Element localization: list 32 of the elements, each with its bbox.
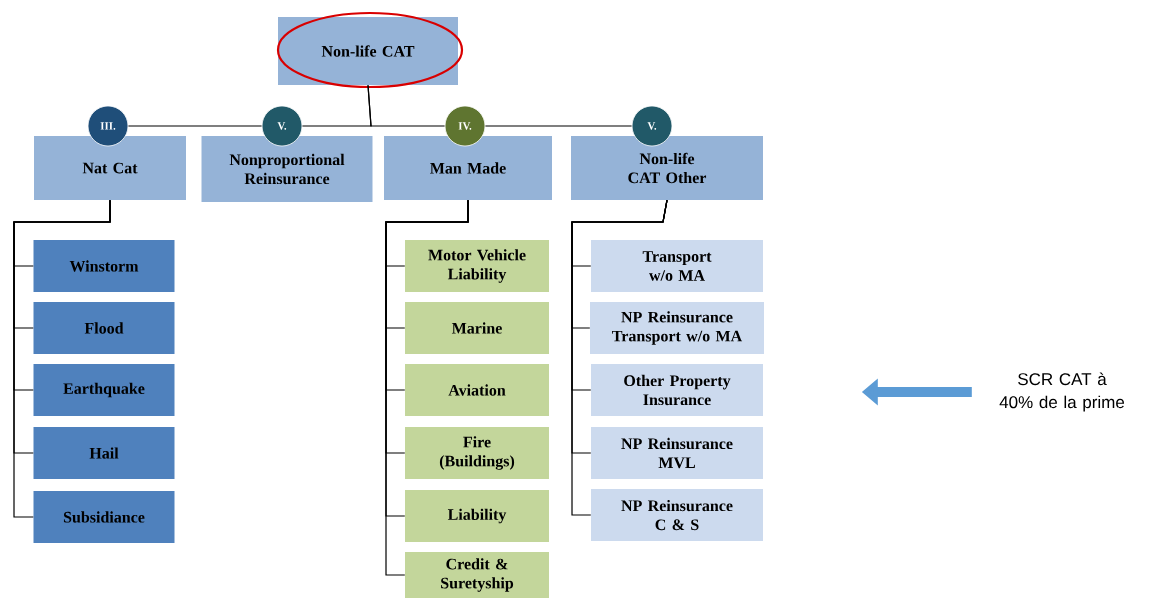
category-box: Man Made xyxy=(384,136,552,200)
item-box: Winstorm xyxy=(33,240,175,292)
connector-line xyxy=(385,199,469,576)
category-box: Nat Cat xyxy=(34,136,186,200)
item-box: NP Reinsurance Transport w/o MA xyxy=(590,302,764,354)
number-badge: V. xyxy=(261,105,303,147)
root-box: Non-life CAT xyxy=(278,17,458,85)
number-badge: III. xyxy=(87,105,129,147)
connector-line xyxy=(367,84,446,127)
item-box: Marine xyxy=(405,302,549,354)
connector-line xyxy=(13,199,111,518)
item-box: Liability xyxy=(405,490,549,542)
connector-line xyxy=(484,125,633,127)
item-box: Hail xyxy=(33,427,175,479)
item-box: Other Property Insurance xyxy=(591,364,763,416)
item-box: Subsidiance xyxy=(33,491,175,543)
item-box: Flood xyxy=(33,302,175,354)
item-box: Motor Vehicle Liability xyxy=(405,240,549,292)
item-box: NP Reinsurance C & S xyxy=(591,489,763,541)
category-box: Nonproportional Reinsurance xyxy=(201,136,373,202)
item-box: Transport w/o MA xyxy=(591,240,763,292)
connector-line xyxy=(127,125,263,127)
item-box: Aviation xyxy=(405,364,549,416)
number-badge: V. xyxy=(631,105,673,147)
item-box: NP Reinsurance MVL xyxy=(591,427,763,479)
note-text: SCR CAT à 40% de la prime xyxy=(999,372,1125,412)
number-badge: IV. xyxy=(444,105,486,147)
connector-line xyxy=(571,199,668,516)
item-box: Fire (Buildings) xyxy=(405,427,549,479)
item-box: Earthquake xyxy=(33,364,175,416)
category-box: Non-life CAT Other xyxy=(571,136,763,200)
item-box: Credit & Suretyship xyxy=(405,552,549,598)
